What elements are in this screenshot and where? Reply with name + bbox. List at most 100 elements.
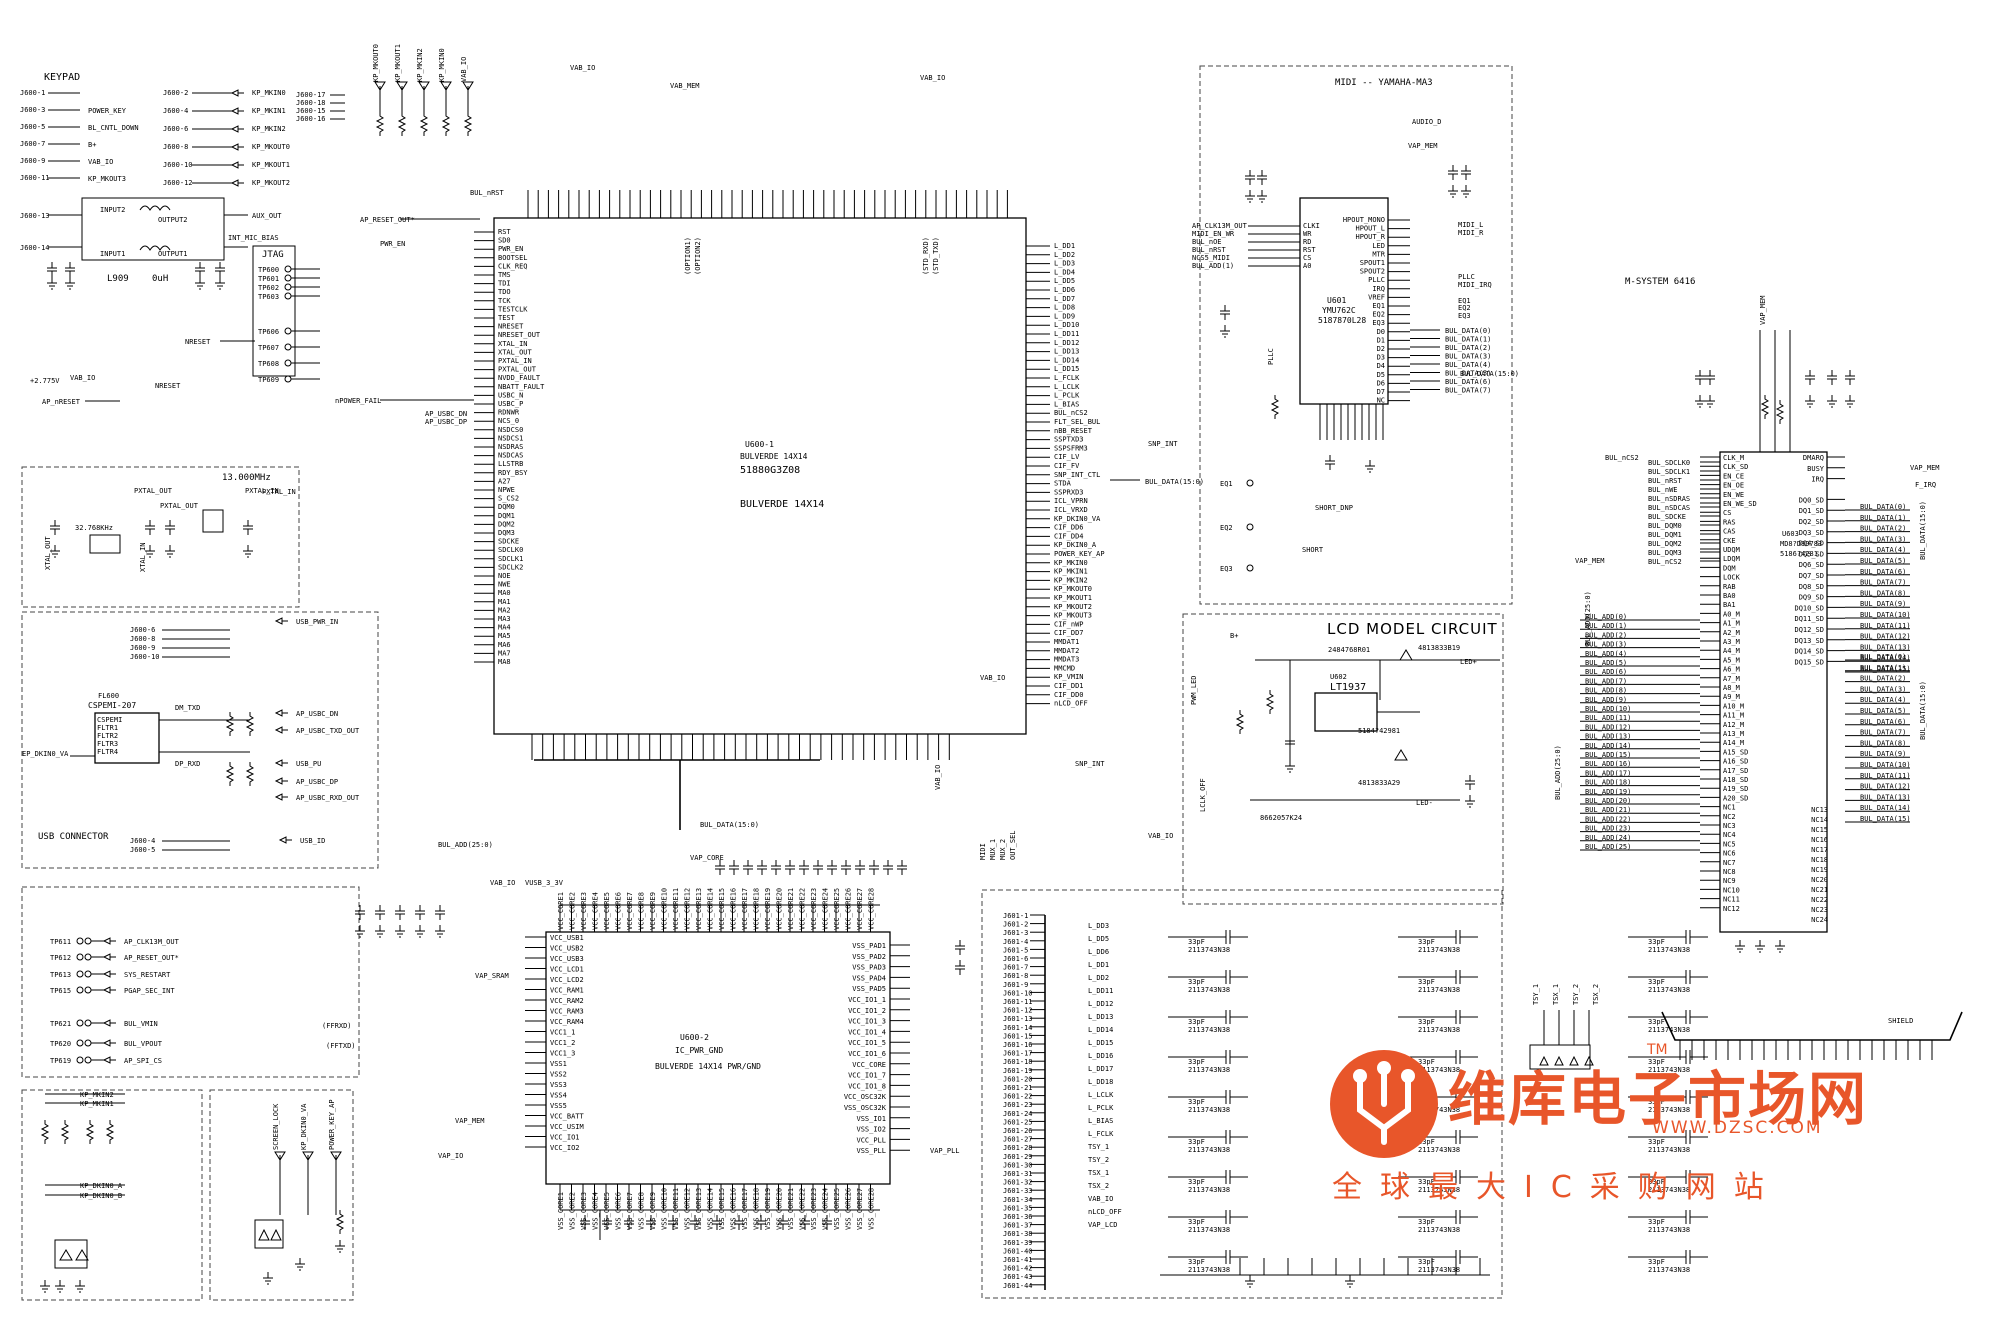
pwr-top-pin: VCC_CORE4: [592, 892, 600, 930]
lcd-conn-pin: J601-12: [1003, 1007, 1033, 1015]
net-label: XTAL_OUT: [44, 535, 52, 570]
msys-pin: A14_M: [1723, 739, 1744, 747]
msys-pin: A2_M: [1723, 629, 1740, 637]
lcd-net: L_DD16: [1088, 1052, 1113, 1060]
pwr-pin: VSS_PAD2: [852, 953, 886, 961]
bus-label: BUL_ADD(5): [1585, 659, 1627, 667]
msys-pin: A12_M: [1723, 721, 1744, 729]
bus-label: BUL_DATA(7): [1860, 729, 1906, 737]
bus-label: BUL_DATA(8): [1860, 589, 1906, 597]
cap-value: 33pF: [1648, 1178, 1665, 1186]
pwr-pin: VCC_IO1_7: [848, 1072, 886, 1080]
pin-label: NCS_0: [498, 417, 519, 425]
pin-label: NBATT_FAULT: [498, 383, 545, 391]
bus-label: BUL_ADD(8): [1585, 687, 1627, 695]
bus-label: BUL_ADD(7): [1585, 677, 1627, 685]
lcd-conn-pin: J601-18: [1003, 1058, 1033, 1066]
msys-pin: DQ15_SD: [1794, 658, 1824, 666]
capacitor-icon: [624, 1215, 634, 1230]
usb-pin: J600-4: [130, 837, 155, 845]
keypad-top-net: VAB_IO: [460, 57, 468, 82]
cap-pn: 2113743N38: [1648, 1066, 1690, 1074]
keypad-pin: J600-11: [20, 174, 50, 182]
pwr-pin: VSS_PLL: [856, 1147, 886, 1155]
msys-chip-pn: 5186?4281: [1780, 550, 1818, 558]
midi-pin: EQ3: [1372, 319, 1385, 327]
bus-label: BUL_DATA(7): [1860, 579, 1906, 587]
ground-icon: [1845, 395, 1855, 408]
pwr-pin: VSS_IO2: [856, 1126, 886, 1134]
bus-label: BUL_DATA(5): [1860, 707, 1906, 715]
ground-icon: [75, 1280, 85, 1293]
capacitor-icon: [375, 905, 385, 920]
midi-net: BUL_nRST: [1192, 246, 1227, 254]
capacitor-icon: [1695, 370, 1705, 385]
capacitor-icon: [47, 262, 57, 277]
pwr-bot-pin: VSS_CORE14: [707, 1188, 715, 1230]
msys-pin: A3_M: [1723, 638, 1740, 646]
net-label: L_DD13: [1054, 348, 1079, 356]
msys-pin: NC3: [1723, 822, 1736, 830]
lcd-conn-pin: J601-21: [1003, 1084, 1033, 1092]
pwr-bot-pin: VSS_CORE3: [580, 1192, 588, 1230]
pwr-bot-pin: VSS_CORE10: [661, 1188, 669, 1230]
capacitor-icon: [1685, 1010, 1691, 1024]
pwr-pin: VCC_USB1: [550, 934, 584, 942]
lcd-conn-pin: J601-44: [1003, 1282, 1033, 1290]
lcd-conn-pin: J601-14: [1003, 1024, 1033, 1032]
net-label: NRESET: [185, 338, 211, 346]
lcd-net: L_DD2: [1088, 974, 1109, 982]
keypad-top-net: KP_MKOUT0: [372, 44, 380, 82]
lcd-net: L_DD11: [1088, 987, 1113, 995]
bus-label: BUL_ADD(13): [1585, 733, 1631, 741]
msys-pin: DQ3_SD: [1799, 529, 1824, 537]
capacitor-icon: [243, 520, 253, 535]
net-label: VAP_CORE: [690, 854, 724, 862]
keypad-net: KP_MKIN1: [252, 107, 286, 115]
ground-icon: [435, 925, 445, 938]
keypad-pin: J600-16: [296, 115, 326, 123]
midi-pin: D4: [1377, 362, 1385, 370]
capacitor-icon: [813, 860, 823, 875]
pin-label: TCK: [498, 297, 511, 305]
pin-label: MA4: [498, 624, 511, 632]
midi-pin: HPOUT_L: [1355, 225, 1385, 233]
net-arrow-icon: [230, 143, 244, 151]
bus-label: BUL_DATA(14): [1860, 804, 1911, 812]
midi-pin: SPOUT1: [1360, 259, 1385, 267]
ground-icon: [335, 1240, 345, 1253]
net-label: AP_nRESET: [42, 398, 81, 406]
capacitor-icon: [756, 1215, 766, 1230]
pin-label: PXTAL_OUT: [498, 366, 537, 374]
pwr-chip: [545, 931, 891, 1185]
cap-value: 33pF: [1418, 1218, 1435, 1226]
lcd-net: VAB_IO: [1088, 1195, 1113, 1203]
bus-label: BUL_DATA(0): [1860, 503, 1906, 511]
pin-label: BOOTSEL: [498, 254, 528, 262]
capacitor-icon: [822, 1215, 832, 1230]
midi-net: NCS5_MIDI: [1192, 254, 1230, 262]
usb-chip-pin: CSPEMI: [97, 716, 122, 724]
midi-pin: IRQ: [1372, 285, 1385, 293]
msys-pin: DQ7_SD: [1799, 572, 1824, 580]
capacitor-icon: [743, 860, 753, 875]
bus-label: BUL_ADD(16): [1585, 760, 1631, 768]
lcd-conn-pin: J601-6: [1003, 955, 1028, 963]
resistor-icon: [60, 1120, 70, 1144]
cap-pn: 2113743N38: [1188, 1066, 1230, 1074]
msys-pin: DQ12_SD: [1794, 626, 1824, 634]
resistor-icon: [40, 1120, 50, 1144]
keypad-top-net: KP_MKIN0: [438, 48, 446, 82]
net-label: INPUT2: [100, 206, 125, 214]
lcd-net: L_DD5: [1088, 935, 1109, 943]
bus-label: BUL_ADD(25:0): [1554, 745, 1562, 800]
bus-label: BUL_DATA(13): [1860, 793, 1911, 801]
cap-value: 33pF: [1188, 1258, 1205, 1266]
bus-label: BUL_ADD(4): [1585, 650, 1627, 658]
net-label: OUTPUT2: [158, 216, 188, 224]
tp-label: TP619: [50, 1057, 71, 1065]
cap-value: 33pF: [1188, 978, 1205, 986]
lcd-net: L_BIAS: [1088, 1117, 1113, 1125]
cap-value: 33pF: [1648, 1018, 1665, 1026]
test-point-icon: [76, 986, 84, 994]
